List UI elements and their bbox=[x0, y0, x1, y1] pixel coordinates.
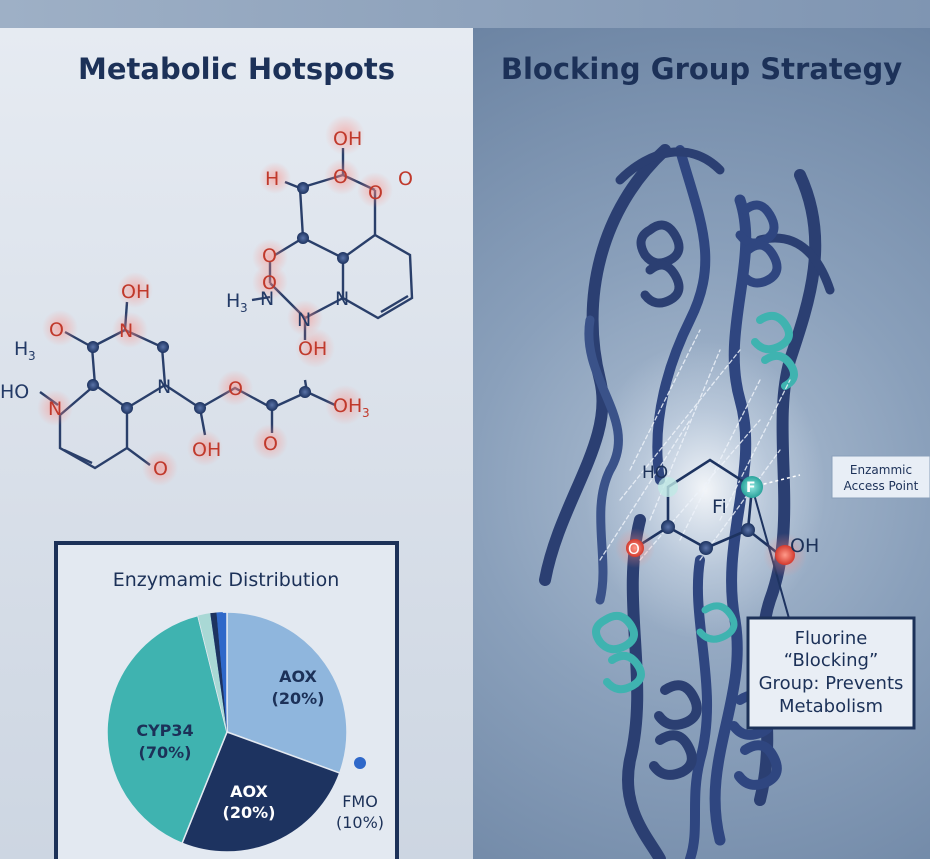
bond-ring-left bbox=[298, 187, 344, 260]
atom-oh-nh: OH bbox=[121, 281, 150, 303]
callout-line-1: Fluorine bbox=[795, 628, 868, 649]
atom-ho-left: HO bbox=[0, 381, 29, 403]
atom-h3-left-sub: 3 bbox=[240, 301, 248, 315]
left-ring bbox=[58, 383, 166, 470]
atom-n-mid: N bbox=[297, 309, 311, 331]
atom-o-ring2: O bbox=[368, 182, 383, 204]
atom-oh3: OH bbox=[333, 395, 362, 417]
callout-line-4: Metabolism bbox=[779, 696, 883, 717]
access-label-2: Access Point bbox=[844, 479, 919, 493]
carbon-atoms bbox=[87, 182, 349, 414]
atom-o-chain: O bbox=[228, 378, 243, 400]
fluorine-atom bbox=[741, 476, 763, 498]
access-point-label: Enzammic Access Point bbox=[831, 455, 930, 499]
atom-o-oxime: O bbox=[262, 245, 277, 267]
atom-h-top: H bbox=[265, 168, 279, 190]
pie-label-aox-top-1: AOX bbox=[279, 667, 317, 686]
ligand: HO F Fi O OH bbox=[615, 458, 819, 701]
ligand-oh-right: OH bbox=[790, 535, 819, 557]
pie-label-aox-bottom-2: (20%) bbox=[223, 803, 276, 822]
metabolic-hotspots-title: Metabolic Hotspots bbox=[78, 52, 395, 86]
atom-oh-right: OH bbox=[298, 338, 327, 360]
pie-label-cyp-1: CYP34 bbox=[136, 721, 193, 740]
ligand-f: F bbox=[746, 480, 756, 496]
atom-o-ring1: O bbox=[333, 166, 348, 188]
pie-label-fmo-2: (10%) bbox=[336, 813, 384, 832]
pie-label-aox-top-2: (20%) bbox=[272, 689, 325, 708]
pie-sliver bbox=[210, 612, 227, 732]
blocking-group-title: Blocking Group Strategy bbox=[500, 52, 903, 86]
atom-o-bottom: O bbox=[153, 458, 168, 480]
atom-oh3-sub: 3 bbox=[362, 406, 370, 420]
atom-n-left: N bbox=[260, 288, 274, 310]
atom-oh-top: OH bbox=[333, 128, 362, 150]
pyridine-double bbox=[380, 294, 409, 314]
pie-box: Enzymamic Distribution AOX (20%) CYP34 (… bbox=[54, 541, 399, 859]
pie-slice-aox bbox=[226, 611, 348, 775]
atom-n-pyr: N bbox=[335, 288, 349, 310]
pie-slice-aox bbox=[181, 731, 341, 853]
ligand-ho: HO bbox=[642, 463, 668, 483]
atom-n-ring: N bbox=[157, 376, 171, 398]
top-strip bbox=[0, 0, 930, 28]
pie-chart bbox=[106, 611, 348, 853]
protein-ribbon bbox=[539, 144, 835, 859]
atom-h3-far: H bbox=[14, 338, 28, 360]
access-label-1: Enzammic bbox=[850, 463, 912, 477]
atom-n-pyr2: N bbox=[48, 398, 62, 420]
callout-line-2: “Blocking” bbox=[784, 650, 879, 671]
fmo-marker bbox=[354, 757, 366, 769]
pie-label-fmo-1: FMO bbox=[342, 792, 378, 811]
fluorine-callout: Fluorine “Blocking” Group: Prevents Meta… bbox=[746, 616, 916, 730]
atom-h3-far-sub: 3 bbox=[28, 349, 36, 363]
atom-h3-left: H bbox=[226, 290, 240, 312]
molecule-labels: OH H O O O O O H 3 N N N OH OH 3 O O OH … bbox=[0, 128, 413, 480]
atom-nh: N bbox=[119, 320, 133, 342]
left-double bbox=[63, 448, 93, 465]
atom-o-dbl: O bbox=[398, 168, 413, 190]
pie-label-aox-bottom-1: AOX bbox=[230, 782, 268, 801]
atom-o-oxime2: O bbox=[262, 272, 277, 294]
pie-title: Enzymamic Distribution bbox=[113, 569, 340, 591]
pie-slice-cyp34 bbox=[106, 614, 228, 845]
atom-o-down: O bbox=[263, 433, 278, 455]
callout-line-3: Group: Prevents bbox=[759, 673, 904, 694]
ligand-fi: Fi bbox=[712, 496, 727, 518]
hotspot-glows bbox=[37, 115, 393, 486]
pie-sliver bbox=[197, 613, 227, 732]
atom-o-methoxy: O bbox=[49, 319, 64, 341]
ligand-o-left: O bbox=[628, 540, 640, 558]
atom-oh-chain: OH bbox=[192, 439, 221, 461]
pie-sliver bbox=[216, 612, 227, 732]
pie-label-cyp-2: (70%) bbox=[139, 743, 192, 762]
pyridine-ring bbox=[341, 233, 414, 320]
